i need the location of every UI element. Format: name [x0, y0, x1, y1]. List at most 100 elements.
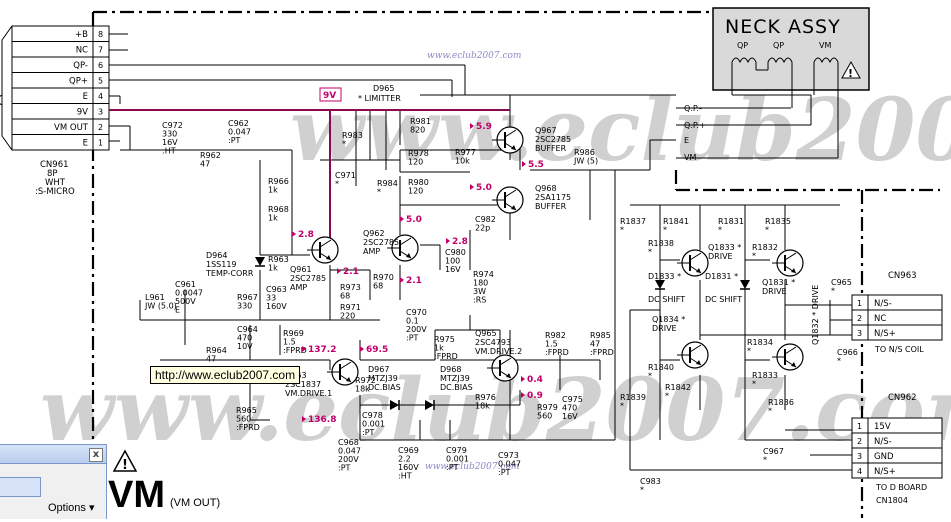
cn961-pin-number: 4: [98, 92, 103, 101]
diode-part: 1SS119: [206, 260, 237, 269]
cn961-pin-number: 5: [98, 77, 103, 86]
transistor-part: 2SC1837: [285, 380, 321, 389]
vm-out-label: (VM OUT): [170, 497, 221, 509]
component-ref: C971: [335, 171, 356, 180]
component-ref: C982: [475, 215, 496, 224]
component-value: *: [342, 140, 346, 149]
transistor-ref: Q967: [535, 126, 557, 135]
diode-symbols: D9641SS119TEMP-CORRD967MTZJ39DC.BIASD968…: [205, 251, 750, 410]
component-value: 100: [445, 257, 460, 266]
component-value: 16V: [162, 138, 178, 147]
cn962-pin-label: N/S+: [874, 467, 896, 477]
component-value: :FPRD: [545, 348, 569, 357]
cn961-pin-label: E: [83, 139, 88, 149]
component-value: 68: [373, 282, 383, 291]
component-r984: R984*: [377, 179, 398, 197]
close-button[interactable]: x: [89, 448, 103, 462]
voltage-value: 136.8: [308, 415, 336, 425]
component-value: 68: [340, 292, 350, 301]
cn962-pin-number: 2: [857, 437, 862, 446]
component-value: :HT: [398, 472, 412, 481]
component-ref: R1834: [747, 338, 773, 347]
component-r1839: R1839*: [620, 393, 646, 411]
voltage-value: 2.8: [452, 237, 468, 247]
diode-part: MTZJ39: [368, 374, 398, 383]
cn961-pin-label: +B: [75, 30, 88, 40]
component-value: 500V: [175, 297, 196, 306]
component-value: 33: [266, 294, 276, 303]
component-ref: R966: [268, 177, 289, 186]
component-value: 120: [408, 158, 423, 167]
component-ref: C980: [445, 248, 466, 257]
diode-role: DC SHIFT: [705, 295, 742, 304]
voltage-marker: 2.8: [292, 230, 314, 240]
diode-ref: D1831 *: [705, 272, 738, 281]
component-ref: R965: [236, 406, 257, 415]
voltage-marker: 136.8: [302, 415, 336, 425]
component-value: 47: [206, 355, 216, 364]
component-ref: R1842: [665, 383, 691, 392]
component-ref: R963: [268, 255, 289, 264]
options-panel: x Options ▾: [0, 444, 107, 519]
cn962-pin-label: 15V: [874, 422, 891, 432]
component-c971: C971*: [335, 171, 356, 189]
transistor-label: Q1832 * DRIVE: [811, 285, 820, 345]
component-r1835: R1835*: [765, 217, 791, 235]
voltage-value: 0.4: [527, 375, 543, 385]
component-ref: R973: [340, 283, 361, 292]
diode-role: TEMP-CORR: [205, 269, 254, 278]
component-ref: R1838: [648, 239, 674, 248]
component-value: :FPRD: [590, 348, 614, 357]
transistor-role: VM.DRIVE.1: [285, 389, 332, 398]
diode-role: DC.BIAS: [368, 383, 401, 392]
transistor-ref: Q962: [363, 229, 385, 238]
voltage-marker: 137.2: [302, 345, 336, 355]
rail-9v-label: 9V: [323, 91, 336, 101]
component-ref: R1840: [648, 363, 674, 372]
diode-role: DC.BIAS: [440, 383, 473, 392]
component-r1831: R1831*: [718, 217, 744, 235]
component-value: :FPRD: [283, 346, 307, 355]
cn962-pin-label: GND: [874, 452, 894, 462]
cn962-note1: TO D BOARD: [875, 483, 927, 492]
transistor-part: 2SC2785: [363, 238, 399, 247]
options-panel-tab[interactable]: [0, 477, 41, 497]
transistor-role: VM.DRIVE.2: [475, 347, 522, 356]
d965-ref: D965: [373, 84, 394, 93]
voltage-marker: 5.9: [470, 122, 492, 132]
cn961-pin-number: 6: [98, 61, 103, 70]
component-ref: R983: [342, 131, 363, 140]
neck-coil-vm: VM: [819, 41, 831, 50]
component-value: 16V: [445, 265, 461, 274]
voltage-value: 5.0: [476, 183, 492, 193]
voltage-value: 2.1: [406, 276, 422, 286]
transistor-ref: Q1831 *: [762, 278, 795, 287]
component-value: 220: [340, 312, 355, 321]
component-ref: R977: [455, 148, 476, 157]
options-menu-button[interactable]: Options ▾: [48, 501, 95, 514]
component-ref: C969: [398, 446, 419, 455]
component-value: 18k: [355, 385, 370, 394]
component-value: JW (5.0): [144, 302, 177, 311]
component-value: *: [831, 287, 835, 296]
component-value: *: [768, 407, 772, 416]
transistor-role: AMP: [363, 247, 380, 256]
component-value: E: [175, 306, 180, 315]
